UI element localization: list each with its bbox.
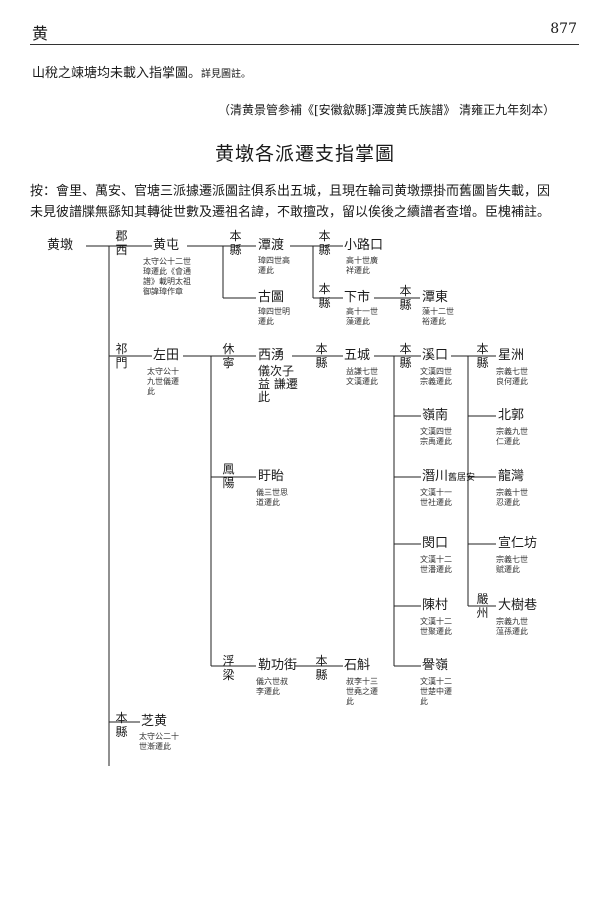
branch-name: 小路口 xyxy=(344,238,384,253)
branch-name: 下市 xyxy=(344,290,371,305)
branch-name: 宣仁坊 xyxy=(498,536,538,551)
branch-name: 勒功街 xyxy=(258,658,298,673)
branch-note: 益謙七世 文漢遷此 xyxy=(346,367,378,386)
branch-note: 宗義十世 忍遷此 xyxy=(496,488,528,507)
branch-note: 文漢十一 世社遷此 xyxy=(420,488,452,507)
branch-name: 陳村 xyxy=(422,598,449,613)
place-label: 本縣 xyxy=(399,284,412,312)
place-label: 本縣 xyxy=(315,342,328,370)
running-header-section: 黄 xyxy=(32,24,49,43)
header-rule xyxy=(30,44,579,45)
place-label: 浮梁 xyxy=(222,654,235,682)
branch-note: 文漢四世 宗禹遷此 xyxy=(420,427,452,446)
branch-note: 儀六世叔 李遷此 xyxy=(256,677,288,696)
branch-name: 石斛 xyxy=(344,658,371,673)
branch-note: 宗義九世 蕰孫遷此 xyxy=(496,617,528,636)
intro-line: 山稅之竦塘均未載入指掌圖。詳見圖註。 xyxy=(32,62,251,81)
intro-note: 詳見圖註。 xyxy=(201,69,252,80)
branch-name: 星洲 xyxy=(498,348,525,363)
branch-note-large: 儀次子益 謙遷此 xyxy=(258,364,298,404)
branch-note: 叔李十三 世堯之遷 此 xyxy=(346,677,378,706)
body-paragraph: 按：會里、萬安、官塘三派據遷派圖註俱系出五城，且現在輪司黄墩摽掛而舊圖皆失載，因… xyxy=(30,181,550,223)
branch-name: 潛川舊居安 xyxy=(422,470,475,485)
branch-note: 文漢十二 世楚中遷 此 xyxy=(420,677,452,706)
page-title: 黄墩各派遷支指掌圖 xyxy=(215,143,396,165)
branch-note: 太守公十 九世儀遷 此 xyxy=(147,367,179,396)
place-label: 本縣 xyxy=(476,342,489,370)
branch-name: 譽嶺 xyxy=(422,658,449,673)
place-label: 本縣 xyxy=(315,654,328,682)
branch-note: 宗義七世 良何遷此 xyxy=(496,367,528,386)
branch-note: 宗義九世 仁遷此 xyxy=(496,427,528,446)
place-label: 鳳陽 xyxy=(222,462,235,490)
branch-name: 潭渡 xyxy=(258,238,285,253)
branch-name: 潭東 xyxy=(422,290,449,305)
body-line: 按：會里、萬安、官塘三派據遷派圖註俱系出五城，且現在輪司黄墩摽掛而舊圖皆失載，因 xyxy=(30,184,551,199)
branch-note: 藻十二世 裕遷此 xyxy=(422,307,454,326)
place-label: 本縣 xyxy=(318,282,331,310)
branch-note: 宗義七世 赋遷此 xyxy=(496,555,528,574)
branch-note: 高十一世 藻遷此 xyxy=(346,307,378,326)
place-label: 祁門 xyxy=(115,342,128,370)
place-label: 郡西 xyxy=(115,229,128,257)
branch-note: 文漢十二 世潘遷此 xyxy=(420,555,452,574)
place-label: 本縣 xyxy=(399,342,412,370)
place-label: 本縣 xyxy=(115,711,128,739)
body-line: 未見彼譜牒無繇知其轉徙世數及遷祖名諱，不敢擅改，留以俟後之續譜者查增。臣槐補註。 xyxy=(30,205,551,220)
root-name: 黄墩 xyxy=(47,238,74,253)
branch-note: 高十世廣 祥遷此 xyxy=(346,256,378,275)
branch-name: 古圖 xyxy=(258,290,285,305)
place-label: 本縣 xyxy=(318,229,331,257)
branch-note: 太守公十二世 璋遷此《會通 譜》載明太祖 御諱璋作章 xyxy=(143,257,191,296)
branch-name: 芝黄 xyxy=(141,714,168,729)
branch-name: 溪口 xyxy=(422,348,449,363)
intro-main: 山稅之竦塘均未載入指掌圖。 xyxy=(32,66,202,81)
branch-note: 文漢四世 宗義遷此 xyxy=(420,367,452,386)
place-label: 休寧 xyxy=(222,342,235,370)
branch-name: 左田 xyxy=(153,348,180,363)
branch-name: 北郭 xyxy=(498,408,525,423)
place-label: 嚴州 xyxy=(476,592,489,620)
source-citation: （清黄景管参補《[安徽歙縣]潭渡黄氏族譜》 清雍正九年刻本） xyxy=(218,103,556,117)
branch-name: 嶺南 xyxy=(422,408,449,423)
branch-name: 閔口 xyxy=(422,536,449,551)
branch-note: 璋四世高 遷此 xyxy=(258,256,290,275)
branch-name-sub: 舊居安 xyxy=(448,473,476,483)
branch-name: 黄屯 xyxy=(153,238,180,253)
place-label: 本縣 xyxy=(229,229,242,257)
branch-name: 五城 xyxy=(344,348,371,363)
branch-note: 璋四世明 遷此 xyxy=(258,307,290,326)
branch-name: 盱眙 xyxy=(258,469,285,484)
page-number: 877 xyxy=(550,21,577,37)
branch-name: 大樹巷 xyxy=(498,598,538,613)
branch-note: 文漢十二 世聚遷此 xyxy=(420,617,452,636)
branch-note: 太守公二十 世漸遷此 xyxy=(139,732,179,751)
branch-note: 儀三世思 道遷此 xyxy=(256,488,288,507)
branch-name: 西湧 xyxy=(258,348,285,363)
branch-name: 龍灣 xyxy=(498,469,525,484)
branch-name-main: 潛川 xyxy=(422,469,449,484)
